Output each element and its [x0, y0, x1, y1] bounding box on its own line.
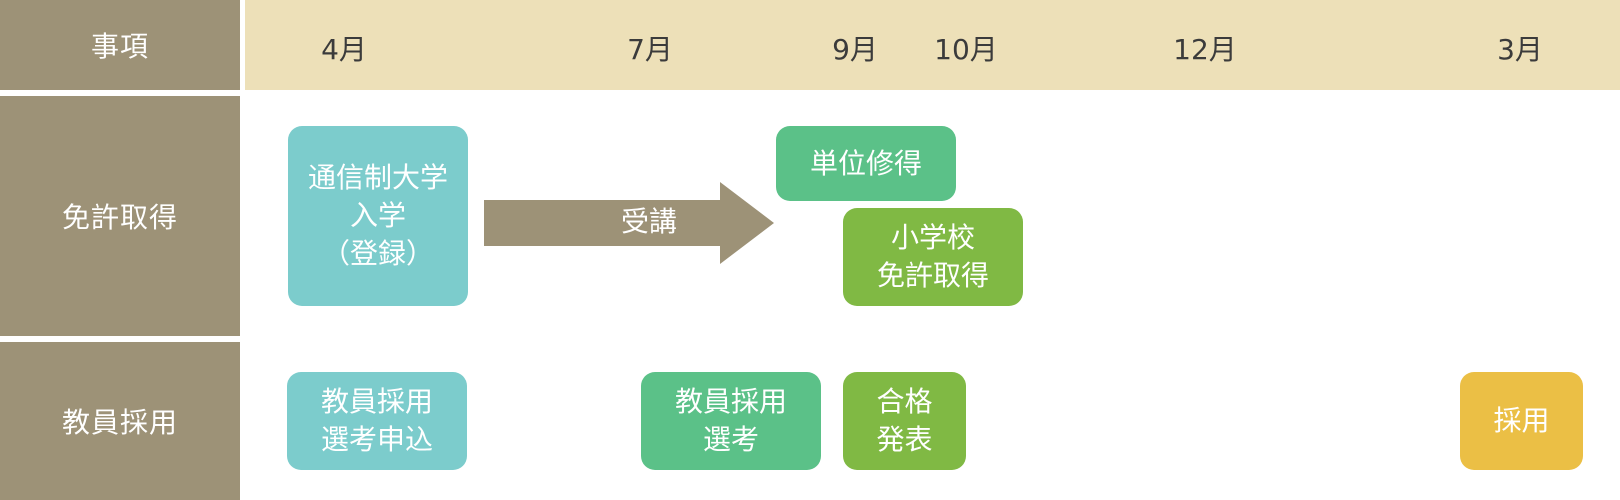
pass-announcement-box: 合格 発表: [843, 372, 966, 470]
arrow-shape: [484, 182, 774, 264]
apply-box: 教員採用 選考申込: [287, 372, 467, 470]
month-july: 7月: [627, 33, 673, 66]
header-label: 事項: [0, 0, 240, 90]
credits-box: 単位修得: [776, 126, 956, 201]
row-label-license: 免許取得: [0, 96, 240, 336]
arrow-label: 受講: [620, 205, 677, 238]
elementary-license-box: 小学校 免許取得: [843, 208, 1023, 306]
month-september: 9月: [832, 33, 878, 66]
month-april: 4月: [321, 33, 367, 66]
month-march: 3月: [1497, 33, 1543, 66]
enroll-box: 通信制大学 入学 （登録）: [288, 126, 468, 306]
hired-box: 採用: [1460, 372, 1583, 470]
month-october: 10月: [934, 33, 998, 66]
attend-arrow: 受講: [484, 182, 774, 264]
month-december: 12月: [1173, 33, 1237, 66]
row-label-employment: 教員採用: [0, 342, 240, 500]
timeline-header: [245, 0, 1620, 90]
selection-box: 教員採用 選考: [641, 372, 821, 470]
